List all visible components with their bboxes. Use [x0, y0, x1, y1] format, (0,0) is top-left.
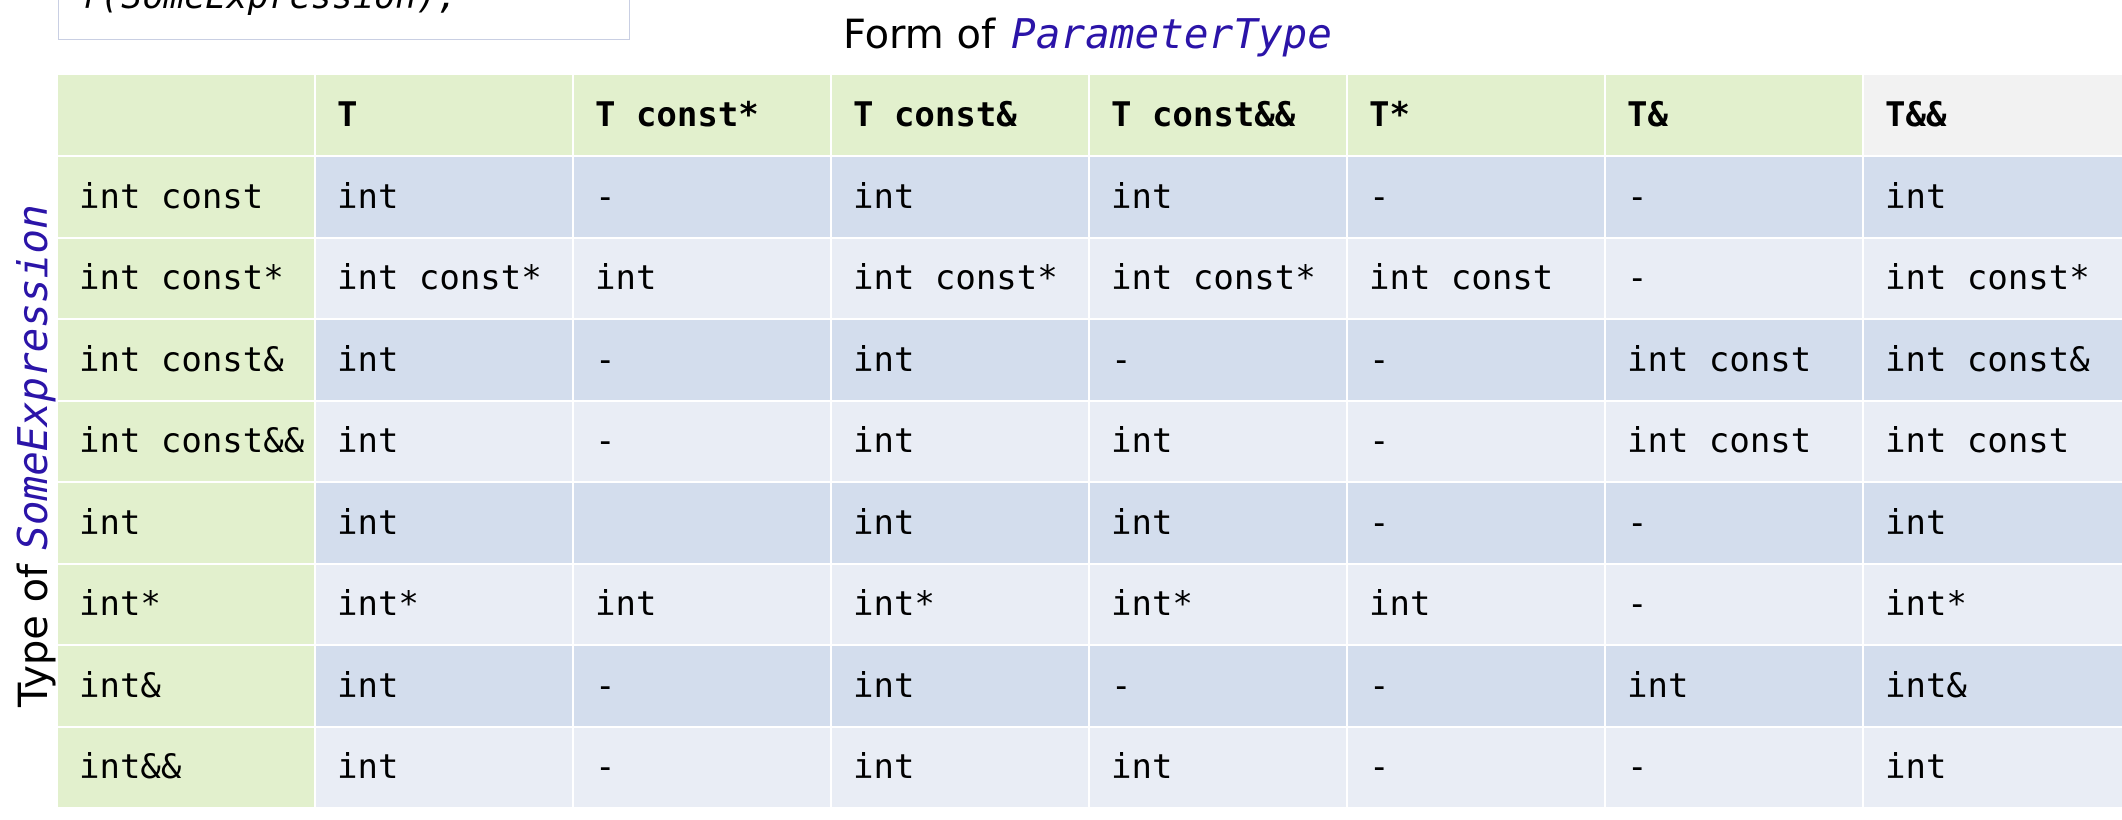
- table-cell: int: [1090, 401, 1346, 481]
- table-cell: -: [1348, 401, 1604, 481]
- table-cell: int: [316, 483, 572, 563]
- table-cell: int: [1090, 157, 1346, 237]
- column-header: T: [316, 75, 572, 155]
- table-cell: -: [1090, 320, 1346, 400]
- table-cell: int: [316, 157, 572, 237]
- row-axis-title-label: Type of: [11, 563, 57, 707]
- row-header: int const*: [58, 238, 314, 318]
- table-cell: -: [1606, 483, 1862, 563]
- table-cell: int: [1606, 646, 1862, 726]
- column-header: T const*: [574, 75, 830, 155]
- table-cell: -: [1348, 646, 1604, 726]
- table-cell: int: [832, 320, 1088, 400]
- row-header: int const: [58, 157, 314, 237]
- table-cell: -: [1606, 157, 1862, 237]
- table-cell: int const&: [1864, 320, 2122, 400]
- table-cell: int const*: [1090, 238, 1346, 318]
- table-cell: int: [832, 646, 1088, 726]
- row-header: int*: [58, 564, 314, 644]
- table-cell: int*: [832, 564, 1088, 644]
- table-cell: int const*: [316, 238, 572, 318]
- table-cell: -: [1348, 157, 1604, 237]
- table-cell: -: [574, 401, 830, 481]
- row-header: int const&: [58, 320, 314, 400]
- table-cell: int*: [1090, 564, 1346, 644]
- table-cell: -: [574, 157, 830, 237]
- table-corner-cell: [58, 75, 314, 155]
- table-cell: int&: [1864, 646, 2122, 726]
- row-axis-title: Type of SomeExpression: [8, 187, 58, 707]
- table-cell: -: [1606, 238, 1862, 318]
- column-axis-title-code: ParameterType: [1011, 10, 1332, 58]
- table-cell: -: [574, 320, 830, 400]
- table-cell: int: [1864, 157, 2122, 237]
- row-header: int: [58, 483, 314, 563]
- table-cell: -: [1606, 564, 1862, 644]
- row-axis-title-code: SomeExpression: [9, 204, 57, 550]
- table-cell: -: [1606, 727, 1862, 807]
- table-cell: int: [832, 401, 1088, 481]
- table-cell: int: [832, 157, 1088, 237]
- table-cell: -: [1348, 483, 1604, 563]
- column-header: T&: [1606, 75, 1862, 155]
- row-header: int&&: [58, 727, 314, 807]
- table-cell: int: [1864, 483, 2122, 563]
- row-header: int const&&: [58, 401, 314, 481]
- table-cell: -: [574, 646, 830, 726]
- table-cell: int: [574, 238, 830, 318]
- table-cell: int: [316, 727, 572, 807]
- table-cell: int const*: [1864, 238, 2122, 318]
- table-cell: int: [832, 727, 1088, 807]
- table-cell: int*: [1864, 564, 2122, 644]
- table-cell: [574, 483, 830, 563]
- table-cell: -: [574, 727, 830, 807]
- column-header: T const&&: [1090, 75, 1346, 155]
- table-cell: int: [1090, 483, 1346, 563]
- column-axis-title: Form of ParameterType: [843, 8, 1332, 60]
- table-cell: int: [1348, 564, 1604, 644]
- code-snippet-box: f(SomeExpression);: [58, 0, 630, 40]
- column-header: T&&: [1864, 75, 2122, 155]
- row-header: int&: [58, 646, 314, 726]
- table-cell: int: [574, 564, 830, 644]
- table-cell: int: [316, 320, 572, 400]
- table-cell: int: [832, 483, 1088, 563]
- column-header: T*: [1348, 75, 1604, 155]
- table-cell: int const*: [832, 238, 1088, 318]
- table-cell: int: [1090, 727, 1346, 807]
- table-cell: int const: [1348, 238, 1604, 318]
- table-cell: int const: [1606, 320, 1862, 400]
- code-snippet: f(SomeExpression);: [79, 0, 458, 17]
- table-cell: -: [1348, 320, 1604, 400]
- table-cell: int: [316, 401, 572, 481]
- column-header: T const&: [832, 75, 1088, 155]
- table-cell: int const: [1864, 401, 2122, 481]
- table-cell: -: [1090, 646, 1346, 726]
- table-cell: int const: [1606, 401, 1862, 481]
- table-cell: -: [1348, 727, 1604, 807]
- table-cell: int: [316, 646, 572, 726]
- table-cell: int: [1864, 727, 2122, 807]
- column-axis-title-label: Form of: [843, 12, 996, 58]
- table-cell: int*: [316, 564, 572, 644]
